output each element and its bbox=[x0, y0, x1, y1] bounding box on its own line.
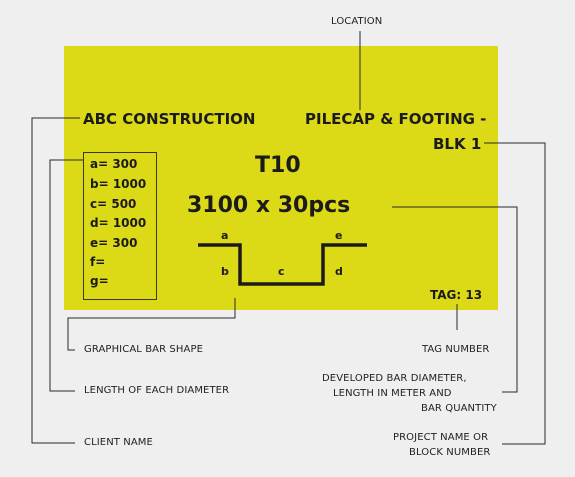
project-name: PILECAP & FOOTING - bbox=[305, 110, 487, 128]
label-project-line1: PROJECT NAME OR bbox=[393, 432, 489, 443]
leader-bar-shape bbox=[67, 298, 236, 351]
bar-diameter: T10 bbox=[255, 153, 301, 178]
dimension-c: c= 500 bbox=[90, 197, 137, 211]
dimension-g: g= bbox=[90, 274, 109, 288]
bar-tag-panel bbox=[64, 46, 498, 310]
tag-number: TAG: 13 bbox=[430, 288, 483, 302]
dimension-a: a= 300 bbox=[90, 157, 138, 171]
label-bar-shape: GRAPHICAL BAR SHAPE bbox=[84, 344, 203, 355]
segment-label-c: c bbox=[278, 265, 285, 278]
label-developed-line2: LENGTH IN METER AND bbox=[333, 388, 452, 399]
label-client: CLIENT NAME bbox=[84, 437, 153, 448]
segment-label-d: d bbox=[335, 265, 343, 278]
leader-project bbox=[484, 142, 546, 445]
dimension-f: f= bbox=[90, 255, 106, 269]
label-project-line2: BLOCK NUMBER bbox=[409, 447, 491, 458]
leader-client bbox=[31, 117, 80, 444]
bar-shape-line bbox=[198, 243, 367, 286]
label-tag-number: TAG NUMBER bbox=[422, 344, 490, 355]
dimensions-box bbox=[83, 152, 157, 300]
bar-length-quantity: 3100 x 30pcs bbox=[187, 193, 351, 218]
dimension-b: b= 1000 bbox=[90, 177, 147, 191]
segment-label-b: b bbox=[221, 265, 229, 278]
dimension-e: e= 300 bbox=[90, 236, 138, 250]
client-name: ABC CONSTRUCTION bbox=[83, 110, 256, 128]
leader-diameter bbox=[49, 159, 83, 392]
block-number: BLK 1 bbox=[433, 135, 482, 153]
label-diameter-length: LENGTH OF EACH DIAMETER bbox=[84, 385, 230, 396]
label-location: LOCATION bbox=[331, 16, 383, 27]
segment-label-a: a bbox=[221, 229, 229, 242]
leader-developed bbox=[392, 206, 518, 393]
dimension-d: d= 1000 bbox=[90, 216, 147, 230]
label-developed-line1: DEVELOPED BAR DIAMETER, bbox=[322, 373, 467, 384]
label-developed-line3: BAR QUANTITY bbox=[421, 403, 497, 414]
segment-label-e: e bbox=[335, 229, 343, 242]
